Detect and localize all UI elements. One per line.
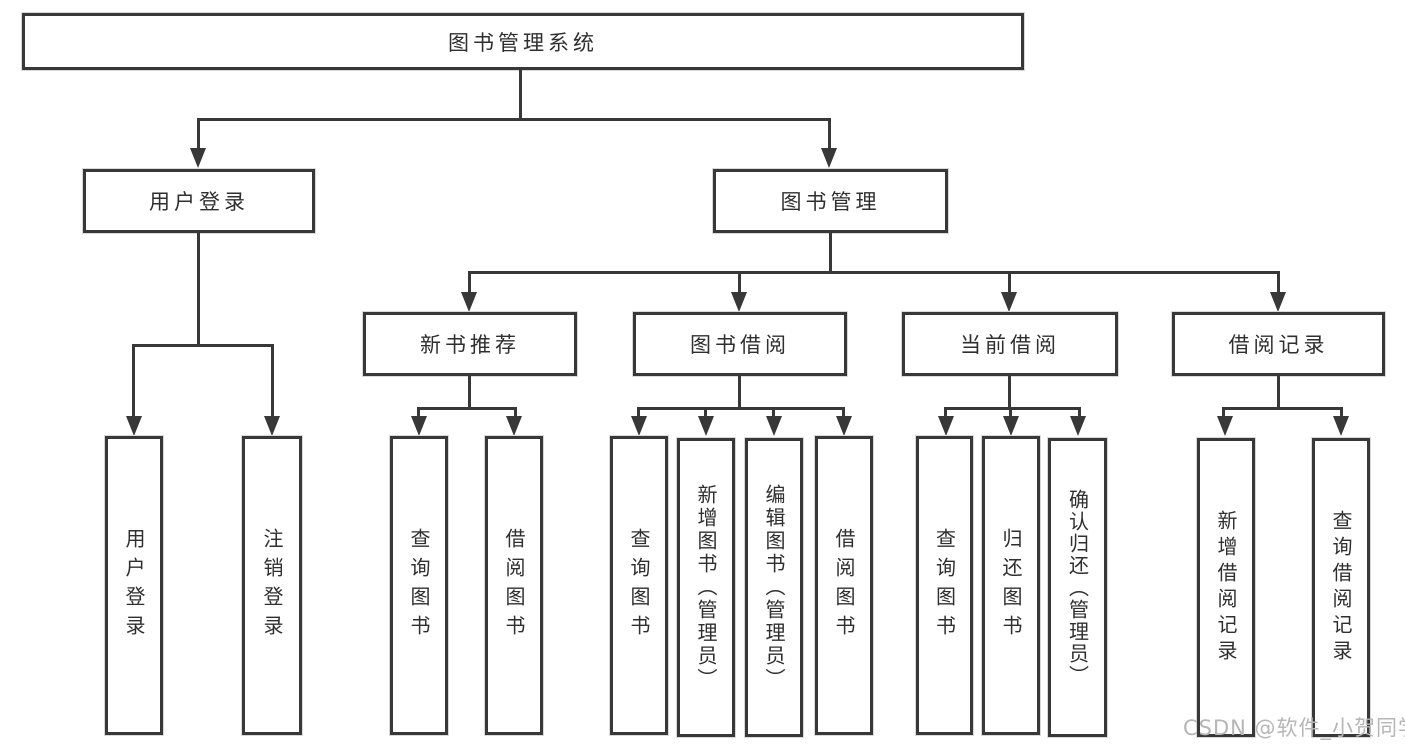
leaf-borrow-edit-books-admin: 编辑图书（管理员） <box>745 438 803 737</box>
node-user-login: 用户登录 <box>83 169 315 233</box>
node-borrow-records: 借阅记录 <box>1172 312 1385 376</box>
node-book-borrow: 图书借阅 <box>633 312 847 376</box>
leaf-current-confirm-return-admin: 确认归还（管理员） <box>1048 438 1107 737</box>
leaf-recommend-borrow-books-label: 借阅图书 <box>502 527 526 644</box>
connector-stem-recommend-query <box>417 407 420 418</box>
connector-new-book-recommend-rail <box>417 407 517 410</box>
connector-stem-current-borrow <box>1008 271 1011 293</box>
arrowhead-records-add <box>1217 416 1233 436</box>
leaf-records-add-record-label: 新增借阅记录 <box>1214 509 1238 666</box>
connector-stem-borrow-edit <box>772 407 775 418</box>
connector-borrow-records-rail <box>1222 407 1343 410</box>
arrowhead-current-borrow <box>1001 292 1017 312</box>
connector-stem-leaf-user-login <box>132 344 135 418</box>
connector-stem-current-confirm <box>1078 407 1081 418</box>
connector-stem-borrow-add <box>704 407 707 418</box>
connector-new-book-recommend-drop <box>468 376 471 407</box>
connector-stem-leaf-logout <box>271 344 274 418</box>
arrowhead-leaf-user-login <box>126 416 142 436</box>
leaf-borrow-query-books-label: 查询图书 <box>627 527 651 644</box>
arrowhead-borrow-records <box>1270 292 1286 312</box>
arrowhead-book-borrow <box>731 292 747 312</box>
connector-root-rail <box>197 118 831 121</box>
leaf-borrow-borrow-books: 借阅图书 <box>815 436 873 735</box>
leaf-user-login: 用户登录 <box>105 436 163 735</box>
leaf-current-confirm-return-admin-label: 确认归还（管理员） <box>1065 488 1090 687</box>
arrowhead-borrow-query <box>631 416 647 436</box>
connector-user-login-drop <box>197 233 200 344</box>
arrowhead-borrow-borrow <box>836 416 852 436</box>
leaf-recommend-query-books-label: 查询图书 <box>407 527 431 644</box>
leaf-current-return-books: 归还图书 <box>982 436 1040 735</box>
watermark: CSDN @软件_小贺同学 <box>1183 716 1405 740</box>
leaf-logout: 注销登录 <box>242 436 302 735</box>
leaf-current-query-books-label: 查询图书 <box>932 527 957 644</box>
connector-book-borrow-rail <box>637 407 845 410</box>
arrowhead-leaf-logout <box>264 416 280 436</box>
leaf-recommend-query-books: 查询图书 <box>390 436 448 735</box>
leaf-borrow-add-books-admin-label: 新增图书（管理员） <box>694 484 718 691</box>
connector-stem-recommend-borrow <box>514 407 517 418</box>
leaf-user-login-label: 用户登录 <box>122 527 146 644</box>
connector-stem-records-query <box>1340 407 1343 418</box>
leaf-recommend-borrow-books: 借阅图书 <box>485 436 543 735</box>
arrowhead-current-confirm <box>1070 416 1086 436</box>
leaf-current-return-books-label: 归还图书 <box>999 527 1023 644</box>
connector-stem-book-borrow <box>738 271 741 293</box>
connector-borrow-records-drop <box>1277 376 1280 407</box>
leaf-records-query-record: 查询借阅记录 <box>1312 438 1370 737</box>
connector-root-drop <box>519 70 522 120</box>
connector-stem-borrow-records <box>1277 271 1280 293</box>
arrowhead-user-login <box>190 148 206 168</box>
leaf-borrow-add-books-admin: 新增图书（管理员） <box>677 438 735 737</box>
node-root: 图书管理系统 <box>22 13 1024 70</box>
node-new-book-recommend: 新书推荐 <box>363 312 577 376</box>
node-user-login-label: 用户登录 <box>149 190 249 214</box>
arrowhead-records-query <box>1333 416 1349 436</box>
node-borrow-records-label: 借阅记录 <box>1228 333 1329 357</box>
arrowhead-borrow-edit <box>766 416 782 436</box>
arrowhead-recommend-query <box>411 416 427 436</box>
node-current-borrow: 当前借阅 <box>902 312 1118 376</box>
connector-stem-records-add <box>1222 407 1225 418</box>
connector-current-borrow-drop <box>1008 376 1011 407</box>
node-new-book-recommend-label: 新书推荐 <box>420 333 520 357</box>
arrowhead-current-return <box>1003 416 1019 436</box>
connector-book-management-drop <box>829 233 832 271</box>
connector-stem-borrow-borrow <box>842 407 845 418</box>
leaf-records-query-record-label: 查询借阅记录 <box>1329 509 1353 666</box>
connector-user-login-rail <box>132 344 274 347</box>
connector-stem-user-login <box>197 118 200 150</box>
leaf-borrow-query-books: 查询图书 <box>610 436 668 735</box>
node-book-management: 图书管理 <box>713 169 948 233</box>
leaf-borrow-borrow-books-label: 借阅图书 <box>832 527 856 644</box>
connector-stem-new-book-recommend <box>468 271 471 293</box>
connector-stem-book-management <box>828 118 831 150</box>
arrowhead-current-query <box>938 416 954 436</box>
arrowhead-borrow-add <box>698 416 714 436</box>
node-book-management-label: 图书管理 <box>780 190 881 214</box>
leaf-logout-label: 注销登录 <box>260 527 284 644</box>
arrowhead-book-management <box>821 148 837 168</box>
connector-stem-current-return <box>1009 407 1012 418</box>
leaf-borrow-edit-books-admin-label: 编辑图书（管理员） <box>762 484 786 691</box>
leaf-records-add-record: 新增借阅记录 <box>1197 438 1255 737</box>
connector-book-management-rail <box>468 271 1280 274</box>
connector-stem-borrow-query <box>637 407 640 418</box>
node-current-borrow-label: 当前借阅 <box>960 333 1060 357</box>
connector-current-borrow-rail <box>944 407 1081 410</box>
node-book-borrow-label: 图书借阅 <box>690 333 790 357</box>
node-root-label: 图书管理系统 <box>448 30 598 55</box>
connector-stem-current-query <box>944 407 947 418</box>
arrowhead-new-book-recommend <box>461 292 477 312</box>
arrowhead-recommend-borrow <box>506 416 522 436</box>
leaf-current-query-books: 查询图书 <box>916 436 973 735</box>
connector-book-borrow-drop <box>738 376 741 407</box>
